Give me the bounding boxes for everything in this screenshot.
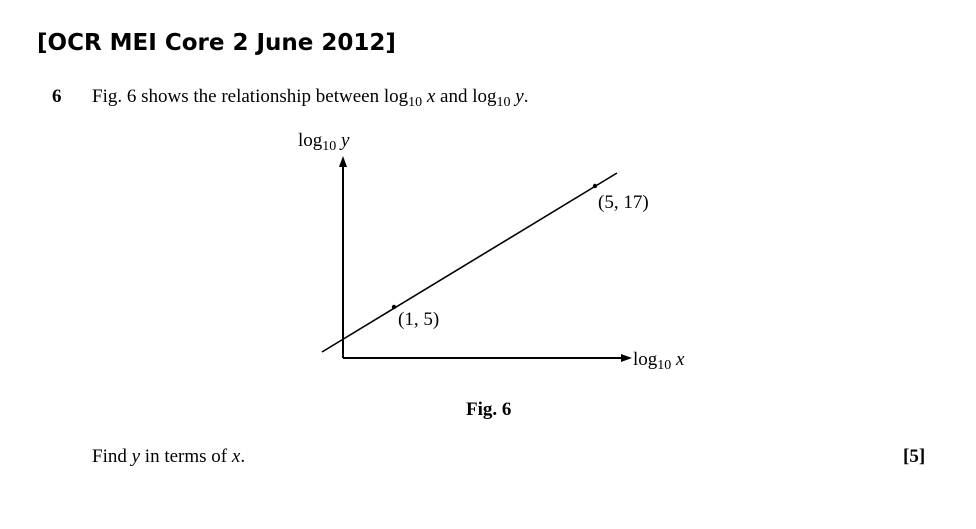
point-label-1: (1, 5) [398, 309, 440, 330]
question-text: Fig. 6 shows the relationship between lo… [92, 86, 529, 110]
source-header: [OCR MEI Core 2 June 2012] [37, 30, 396, 56]
graph-line [321, 172, 618, 353]
y-axis-label: log10 y [298, 130, 350, 154]
x-axis-label: log10 x [633, 349, 685, 373]
point-1-5 [391, 304, 397, 310]
figure-caption: Fig. 6 [466, 399, 512, 420]
marks-label: [5] [903, 446, 926, 467]
x-axis-arrowhead [621, 354, 632, 362]
task-text: Find y in terms of x. [92, 446, 246, 467]
point-5-17 [592, 183, 598, 189]
question-number: 6 [52, 86, 62, 107]
point-label-2: (5, 17) [598, 192, 649, 213]
y-axis-arrowhead [339, 156, 347, 167]
